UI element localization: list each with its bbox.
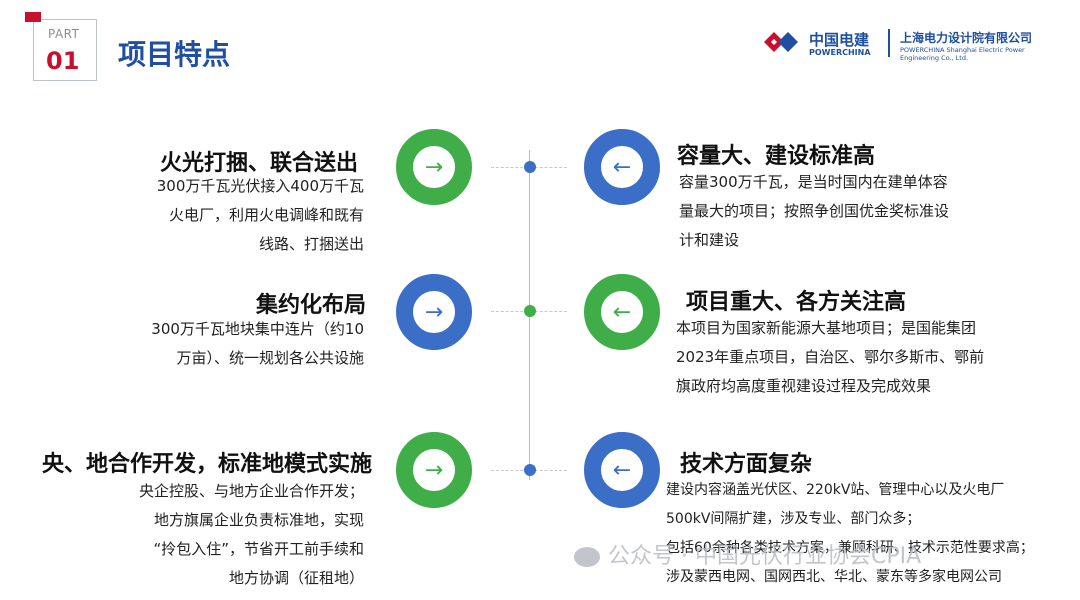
company-en: POWERCHINA Shanghai Electric Power Engin…	[900, 46, 1025, 62]
arrow-right-icon: →	[424, 154, 444, 180]
desc-line: 火电厂，利用火电调峰和既有	[168, 206, 364, 224]
arrow-left-icon: ←	[612, 457, 632, 483]
arrow-right-icon: →	[424, 299, 444, 325]
part-badge: PART 01	[25, 12, 97, 81]
right-item-3-title: 技术方面复杂	[680, 452, 813, 477]
desc-line: 央企控股、与地方企业合作开发；	[138, 482, 364, 500]
left-item-3-title: 央、地合作开发，标准地模式实施	[41, 452, 372, 477]
company-logo: 中国电建 POWERCHINA 上海电力设计院有限公司 POWERCHINA S…	[762, 27, 1062, 62]
right-ring-1: ←	[584, 129, 660, 205]
desc-line: 2023年重点项目，自治区、鄂尔多斯市、鄂前	[676, 348, 985, 366]
part-flag	[25, 12, 41, 22]
logo-divider	[888, 29, 890, 57]
desc-line: 包括60余种各类技术方案，兼顾科研、技术示范性要求高；	[666, 540, 1034, 556]
desc-line: 涉及蒙西电网、国网西北、华北、蒙东等多家电网公司	[666, 569, 1002, 585]
left-ring-1: →	[396, 129, 472, 205]
powerchina-logo-icon	[764, 32, 798, 52]
desc-line: 300万千瓦光伏接入400万千瓦	[156, 177, 364, 195]
desc-line: 300万千瓦地块集中连片（约10	[151, 320, 364, 338]
timeline-dot-1	[524, 161, 536, 173]
brand-cn: 中国电建	[809, 31, 870, 49]
arrow-right-icon: →	[424, 457, 444, 483]
desc-line: 量最大的项目；按照争创国优金奖标准设	[679, 202, 950, 220]
brand-en: POWERCHINA	[809, 48, 871, 57]
desc-line: 本项目为国家新能源大基地项目；是国能集团	[676, 319, 977, 337]
desc-line: 500kV间隔扩建，涉及专业、部门众多；	[666, 511, 921, 527]
page-title: 项目特点	[118, 38, 231, 71]
watermark-text: 公众号 · 中国光伏行业协会CPIA	[608, 544, 922, 569]
desc-line: 旗政府均高度重视建设过程及完成效果	[676, 377, 932, 395]
left-ring-2: →	[396, 274, 472, 350]
right-item-2-desc: 本项目为国家新能源大基地项目；是国能集团 2023年重点项目，自治区、鄂尔多斯市…	[676, 314, 984, 401]
right-item-1-desc: 容量300万千瓦，是当时国内在建单体容 量最大的项目；按照争创国优金奖标准设 计…	[679, 168, 949, 255]
left-ring-3: →	[396, 432, 472, 508]
part-number: 01	[46, 47, 80, 75]
wechat-icon	[574, 547, 600, 567]
part-label: PART	[48, 27, 80, 41]
right-item-2-title: 项目重大、各方关注高	[686, 290, 907, 315]
desc-line: 万亩）、统一规划各公共设施	[176, 349, 364, 367]
desc-line: 计和建设	[679, 231, 740, 249]
left-item-2-title: 集约化布局	[255, 293, 366, 318]
left-item-3-desc: 央企控股、与地方企业合作开发； 地方旗属企业负责标准地，实现 “拎包入住”，节省…	[139, 477, 364, 593]
timeline-dot-3	[524, 464, 536, 476]
arrow-left-icon: ←	[612, 299, 632, 325]
company-cn: 上海电力设计院有限公司	[900, 31, 1033, 45]
desc-line: 容量300万千瓦，是当时国内在建单体容	[679, 173, 948, 191]
left-item-2-desc: 300万千瓦地块集中连片（约10 万亩）、统一规划各公共设施	[151, 315, 364, 373]
desc-line: 地方协调（征租地）	[228, 569, 364, 587]
right-item-1-title: 容量大、建设标准高	[677, 144, 876, 169]
left-item-1-title: 火光打捆、联合送出	[159, 151, 358, 176]
arrow-left-icon: ←	[612, 154, 632, 180]
desc-line: “拎包入住”，节省开工前手续和	[153, 540, 364, 558]
right-item-3-desc: 建设内容涵盖光伏区、220kV站、管理中心以及火电厂 500kV间隔扩建，涉及专…	[666, 476, 1034, 592]
desc-line: 线路、打捆送出	[258, 235, 364, 253]
left-item-1-desc: 300万千瓦光伏接入400万千瓦 火电厂，利用火电调峰和既有 线路、打捆送出	[157, 172, 364, 259]
right-ring-3: ←	[584, 432, 660, 508]
watermark: 公众号 · 中国光伏行业协会CPIA	[574, 538, 921, 570]
timeline-dot-2	[524, 305, 536, 317]
desc-line: 建设内容涵盖光伏区、220kV站、管理中心以及火电厂	[666, 482, 1005, 498]
desc-line: 地方旗属企业负责标准地，实现	[153, 511, 364, 529]
right-ring-2: ←	[584, 274, 660, 350]
